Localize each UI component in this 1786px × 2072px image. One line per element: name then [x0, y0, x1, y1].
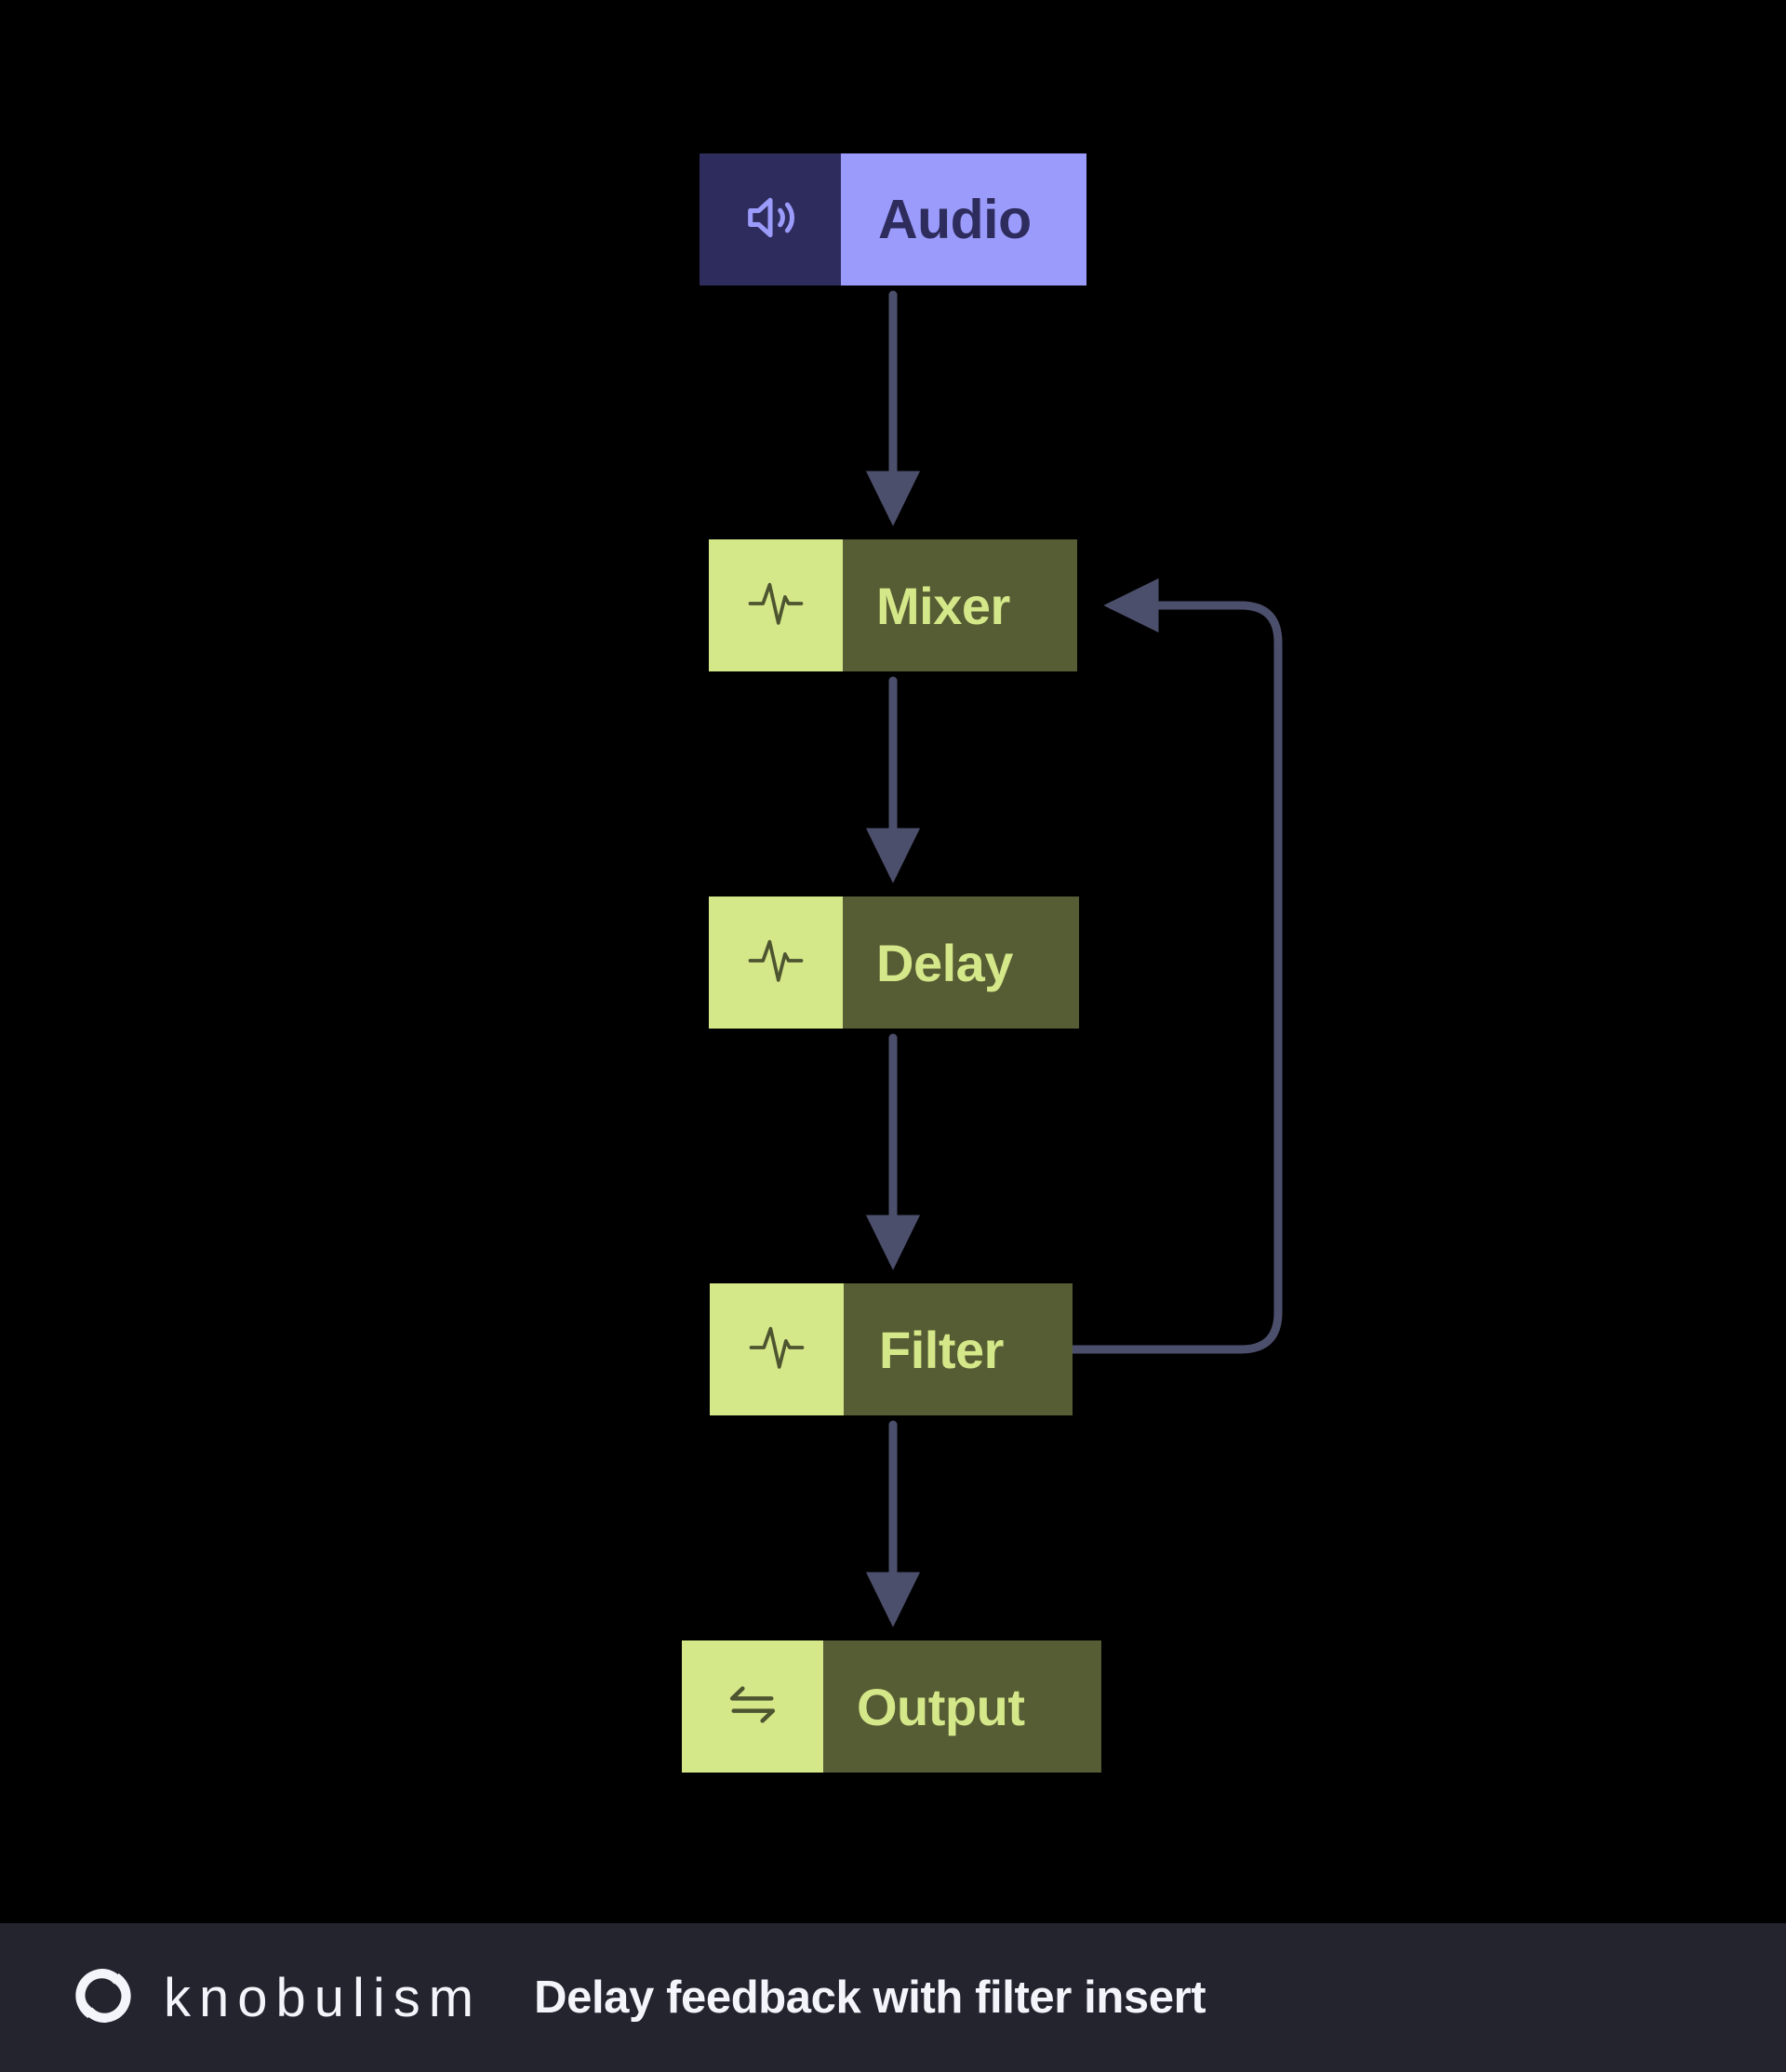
footer-caption: Delay feedback with filter insert	[534, 1972, 1206, 2023]
node-output[interactable]: Output	[682, 1640, 1101, 1773]
node-mixer[interactable]: Mixer	[709, 539, 1077, 671]
arrow-left-right-icon	[723, 1675, 782, 1739]
node-delay-label: Delay	[876, 933, 1013, 992]
waveform-pulse-icon	[745, 930, 806, 996]
node-filter[interactable]: Filter	[710, 1283, 1073, 1415]
node-filter-body: Filter	[844, 1283, 1073, 1415]
waveform-pulse-icon	[746, 1317, 807, 1383]
edge-filter-to-mixer-feedback	[1068, 578, 1283, 1354]
node-audio-label: Audio	[878, 189, 1032, 250]
node-output-label: Output	[857, 1677, 1025, 1736]
speaker-wave-icon	[740, 188, 800, 252]
node-delay[interactable]: Delay	[709, 897, 1079, 1029]
node-mixer-body: Mixer	[843, 539, 1077, 671]
node-audio-body: Audio	[841, 153, 1086, 286]
node-filter-icon-pane	[710, 1283, 844, 1415]
node-output-icon-pane	[682, 1640, 823, 1773]
node-delay-body: Delay	[843, 897, 1079, 1029]
signal-flow-diagram: Audio Mixer	[682, 153, 1283, 1773]
node-mixer-icon-pane	[709, 539, 843, 671]
footer-bar: knobulism Delay feedback with filter ins…	[0, 1923, 1786, 2072]
node-mixer-label: Mixer	[876, 576, 1010, 635]
brand-name: knobulism	[164, 1967, 483, 2028]
node-output-body: Output	[823, 1640, 1101, 1773]
knobulism-ring-logo-icon	[67, 1959, 140, 2037]
node-audio[interactable]: Audio	[700, 153, 1086, 286]
diagram-edges	[865, 290, 1283, 1627]
node-filter-label: Filter	[879, 1320, 1004, 1379]
node-audio-icon-pane	[700, 153, 841, 286]
node-delay-icon-pane	[709, 897, 843, 1029]
waveform-pulse-icon	[745, 573, 806, 639]
